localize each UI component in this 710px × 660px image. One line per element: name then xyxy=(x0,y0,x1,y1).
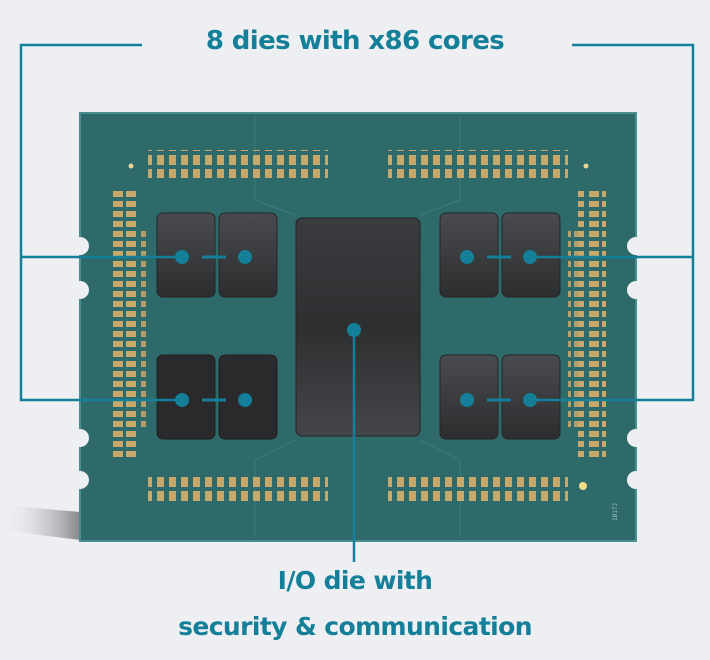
package-shadow xyxy=(0,505,80,540)
substrate-notch xyxy=(627,429,645,447)
contact-pads-bottom-right xyxy=(388,473,568,501)
fiducial-marker xyxy=(583,163,589,169)
callout-dot xyxy=(175,393,189,407)
io-die-label-line2: security & communication xyxy=(178,612,532,641)
package-substrate-edge xyxy=(79,112,637,542)
core-dies-label: 8 dies with x86 cores xyxy=(205,26,505,56)
package-marking: 1017J xyxy=(612,503,619,521)
substrate-notch xyxy=(71,471,89,489)
contact-pads-left-inner xyxy=(126,230,146,430)
substrate-notch xyxy=(627,237,645,255)
callout-dot xyxy=(238,250,252,264)
contact-pads-top-left xyxy=(148,150,328,178)
io-die-label-line1: I/O die with xyxy=(277,566,433,595)
substrate-notch xyxy=(71,281,89,299)
callout-dot xyxy=(175,250,189,264)
fiducial-marker xyxy=(128,163,134,169)
substrate-notch xyxy=(71,237,89,255)
substrate-traces xyxy=(254,116,461,538)
contact-pads-bottom-left xyxy=(148,473,328,501)
callout-dashes xyxy=(202,255,511,402)
callout-dot xyxy=(460,393,474,407)
callout-lines xyxy=(19,43,695,562)
callout-dot xyxy=(523,393,537,407)
callout-dot xyxy=(523,250,537,264)
callout-dots xyxy=(175,250,537,407)
substrate-notch xyxy=(627,281,645,299)
callout-dot xyxy=(238,393,252,407)
callout-dot xyxy=(460,250,474,264)
substrate-notch xyxy=(71,429,89,447)
contact-pads-right-inner xyxy=(568,230,588,430)
substrate-notch xyxy=(627,471,645,489)
callout-dot xyxy=(347,323,361,337)
fiducial-marker xyxy=(579,482,587,490)
contact-pads-top-right xyxy=(388,150,568,178)
